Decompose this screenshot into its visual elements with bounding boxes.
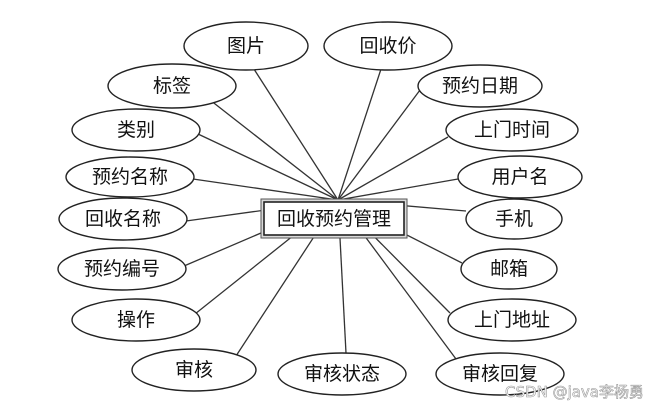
- attribute-ellipse-username: [457, 155, 583, 199]
- attribute-label-tag: 标签: [153, 75, 191, 97]
- attribute-tag: 标签: [107, 63, 237, 109]
- attribute-operation: 操作: [71, 298, 201, 342]
- attribute-label-image: 图片: [227, 35, 265, 57]
- attribute-label-category: 类别: [117, 119, 155, 141]
- attribute-appointment-date: 预约日期: [417, 64, 543, 108]
- attribute-visit-address: 上门地址: [447, 298, 577, 342]
- attribute-label-recycle-price: 回收价: [359, 35, 416, 57]
- connector-recycle-price: [337, 65, 383, 201]
- attribute-review-reply: 审核回复: [435, 352, 565, 396]
- attribute-ellipse-image: [183, 21, 309, 71]
- attribute-recycle-name: 回收名称: [58, 197, 188, 241]
- attribute-ellipse-appointment-name: [65, 156, 195, 198]
- connector-image: [251, 65, 339, 201]
- connector-username: [337, 178, 459, 201]
- attribute-appointment-number: 预约编号: [57, 247, 187, 291]
- attribute-label-review-status: 审核状态: [304, 363, 380, 385]
- entity-label: 回收预约管理: [277, 208, 391, 230]
- entity-box: 回收预约管理: [260, 198, 408, 239]
- attribute-appointment-name: 预约名称: [65, 156, 195, 198]
- attribute-label-visit-time: 上门时间: [474, 119, 550, 141]
- attribute-ellipse-visit-address: [447, 298, 577, 342]
- attribute-review-status: 审核状态: [277, 352, 407, 396]
- attribute-label-phone: 手机: [495, 208, 533, 230]
- attribute-label-review: 审核: [175, 359, 213, 381]
- attribute-ellipse-visit-time: [445, 108, 579, 152]
- attribute-label-appointment-name: 预约名称: [92, 166, 168, 188]
- attribute-image: 图片: [183, 21, 309, 71]
- attribute-username: 用户名: [457, 155, 583, 199]
- entity-box-frame: [263, 201, 405, 236]
- attribute-email: 邮箱: [460, 248, 558, 290]
- attribute-ellipse-review-status: [277, 352, 407, 396]
- attribute-ellipse-review: [131, 348, 257, 392]
- attribute-recycle-price: 回收价: [323, 21, 453, 71]
- attribute-label-visit-address: 上门地址: [474, 309, 550, 331]
- attribute-phone: 手机: [465, 198, 563, 240]
- attribute-label-operation: 操作: [117, 309, 155, 331]
- attribute-ellipse-tag: [107, 63, 237, 109]
- attribute-ellipse-recycle-name: [58, 197, 188, 241]
- attribute-ellipse-phone: [465, 198, 563, 240]
- connector-category: [197, 133, 339, 201]
- attribute-label-appointment-number: 预约编号: [84, 258, 160, 280]
- attribute-ellipse-recycle-price: [323, 21, 453, 71]
- attribute-visit-time: 上门时间: [445, 108, 579, 152]
- attribute-label-appointment-date: 预约日期: [442, 75, 518, 97]
- attribute-ellipse-email: [460, 248, 558, 290]
- attribute-ellipse-review-reply: [435, 352, 565, 396]
- attribute-ellipse-category: [71, 108, 201, 152]
- watermark: CSDN @java李杨勇: [505, 383, 644, 401]
- attribute-label-recycle-name: 回收名称: [85, 208, 161, 230]
- connector-tag: [209, 99, 339, 201]
- connector-appointment-date: [337, 81, 427, 201]
- attribute-ellipse-appointment-date: [417, 64, 543, 108]
- attribute-ellipse-operation: [71, 298, 201, 342]
- attribute-label-email: 邮箱: [490, 258, 528, 280]
- connector-visit-time: [337, 136, 449, 201]
- attribute-label-username: 用户名: [491, 166, 548, 188]
- attribute-label-review-reply: 审核回复: [462, 363, 538, 385]
- attribute-ellipse-appointment-number: [57, 247, 187, 291]
- attribute-category: 类别: [71, 108, 201, 152]
- attribute-review: 审核: [131, 348, 257, 392]
- connector-appointment-name: [192, 178, 339, 201]
